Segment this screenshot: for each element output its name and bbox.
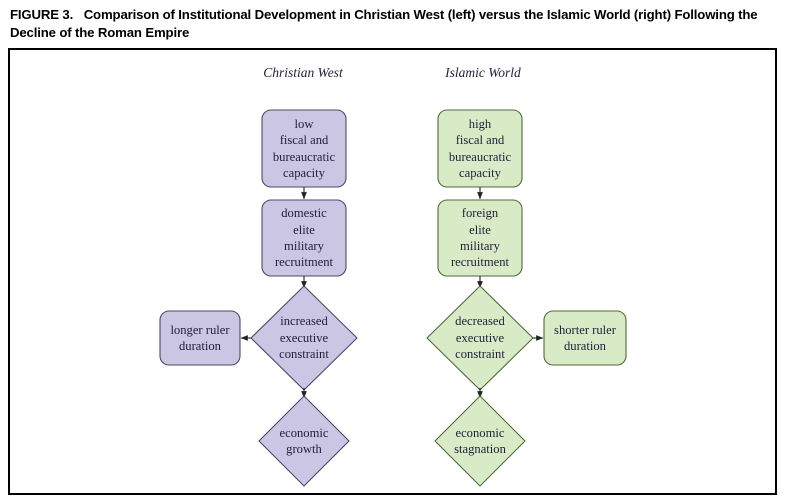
title-divider <box>10 48 775 50</box>
column-heading-christian-west: Christian West <box>263 65 343 80</box>
node-iw-constraint <box>426 285 534 391</box>
figure-title-text: Comparison of Institutional Development … <box>10 7 758 40</box>
node-cw-constraint <box>250 285 358 391</box>
node-cw-recruitment <box>261 199 347 277</box>
frame-border-bottom <box>8 493 777 495</box>
node-iw-outcome <box>434 395 526 487</box>
figure-label: FIGURE 3. <box>10 7 74 22</box>
frame-border-left <box>8 48 10 495</box>
node-cw-duration <box>159 310 241 366</box>
node-iw-recruitment <box>437 199 523 277</box>
node-iw-capacity <box>437 109 523 188</box>
node-cw-outcome <box>258 395 350 487</box>
column-heading-islamic-world: Islamic World <box>445 65 521 80</box>
node-cw-capacity <box>261 109 347 188</box>
node-iw-duration <box>543 310 627 366</box>
figure-title: FIGURE 3. Comparison of Institutional De… <box>10 6 776 41</box>
frame-border-right <box>775 48 777 495</box>
